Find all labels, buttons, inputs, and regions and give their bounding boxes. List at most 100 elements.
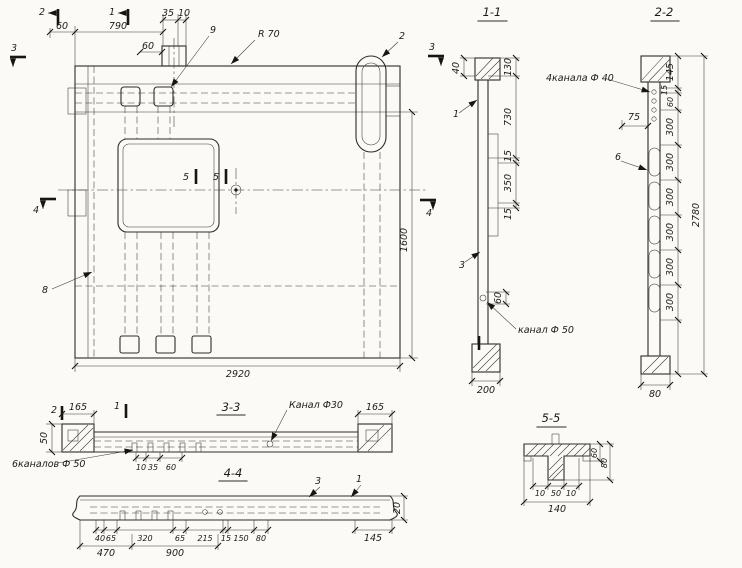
dim-label: 75 bbox=[628, 112, 640, 123]
dim-label: 35 bbox=[162, 8, 174, 19]
top-flange bbox=[474, 57, 501, 81]
dim-label: 350 bbox=[503, 174, 514, 192]
cut-label-3: 3 bbox=[11, 43, 17, 54]
dim-label: 15 bbox=[221, 534, 231, 543]
dim-label: 300 bbox=[665, 223, 676, 241]
foot bbox=[471, 343, 501, 373]
channel-label: канал Ф 50 bbox=[518, 325, 574, 336]
section-3-3: 3-3 2 1 165 165 50 Канал Ф30 6каналов Ф … bbox=[12, 400, 396, 472]
dim-label: 60 bbox=[142, 41, 154, 52]
hatch bbox=[525, 443, 591, 481]
section-5-5: 5-5 10 50 10 140 60 80 bbox=[520, 411, 614, 515]
dim-label: 10 bbox=[178, 8, 190, 19]
dim-label: 10 bbox=[136, 463, 146, 472]
dim-label: 900 bbox=[166, 548, 184, 559]
channel-marks bbox=[131, 440, 274, 453]
channel-marks bbox=[119, 509, 223, 521]
dim-label: 80 bbox=[256, 534, 266, 543]
right-slot-inner bbox=[361, 62, 381, 146]
hatch bbox=[642, 356, 669, 374]
callout-3: 3 bbox=[315, 476, 321, 487]
channel-label: Канал Ф30 bbox=[289, 400, 343, 411]
socket-a bbox=[120, 86, 141, 107]
panel-outline bbox=[74, 65, 401, 359]
dim-label: 40 bbox=[95, 534, 105, 543]
dim-label: 10 bbox=[566, 489, 576, 498]
bottom-socket-c bbox=[191, 335, 212, 354]
callout-9: 9 bbox=[210, 25, 216, 36]
hatch bbox=[472, 343, 501, 372]
dim-label: 300 bbox=[665, 293, 676, 311]
break-line-left bbox=[72, 495, 81, 521]
channel-hole bbox=[479, 294, 487, 302]
dim-label: 40 bbox=[451, 62, 462, 74]
dim-label: 790 bbox=[109, 21, 127, 32]
cut-label-2: 2 bbox=[51, 405, 57, 416]
cut-label-2: 2 bbox=[39, 7, 45, 18]
callout-8: 8 bbox=[42, 285, 48, 296]
dim-label: 35 bbox=[148, 463, 158, 472]
slot-chain bbox=[648, 147, 661, 313]
dim-label: 300 bbox=[665, 153, 676, 171]
channels-label: 4канала Ф 40 bbox=[546, 73, 614, 84]
hatch bbox=[641, 56, 671, 82]
cut-label-3: 3 bbox=[429, 42, 435, 53]
dim-label: 50 bbox=[551, 489, 561, 498]
cut-label-1: 1 bbox=[114, 401, 120, 412]
dim-label: 60 bbox=[590, 448, 599, 458]
dim-label: 140 bbox=[548, 504, 566, 515]
right-slot-outer bbox=[355, 55, 387, 153]
section-title: 1-1 bbox=[483, 5, 502, 19]
socket-b bbox=[153, 86, 174, 107]
hatch bbox=[62, 424, 392, 452]
callout-1: 1 bbox=[453, 109, 459, 120]
cut-label-5: 5 bbox=[213, 172, 219, 183]
left-anchor-mid bbox=[67, 189, 87, 217]
dim-label: 200 bbox=[477, 385, 495, 396]
center-mark bbox=[230, 184, 242, 196]
dim-height: 1600 bbox=[399, 228, 410, 252]
hatch bbox=[475, 57, 501, 80]
dim-total: 2780 bbox=[691, 203, 702, 227]
dim-label: 10 bbox=[535, 489, 545, 498]
dim-label: 320 bbox=[137, 534, 152, 543]
channel-holes bbox=[651, 89, 657, 122]
cut-label-1: 1 bbox=[109, 7, 115, 18]
dim-label: 50 bbox=[39, 432, 50, 444]
dim-label: 20 bbox=[392, 502, 403, 514]
break-line-right bbox=[389, 495, 398, 521]
bottom-socket-a bbox=[119, 335, 140, 354]
section-title: 5-5 bbox=[542, 411, 561, 425]
dim-label: 165 bbox=[69, 402, 87, 413]
callout-1: 1 bbox=[356, 474, 362, 485]
dim-width: 2920 bbox=[226, 369, 250, 380]
dim-label: 60 bbox=[666, 97, 675, 107]
dim-label: 300 bbox=[665, 188, 676, 206]
top-flange bbox=[640, 55, 671, 83]
right-anchor bbox=[385, 85, 401, 117]
dim-label: 15 bbox=[503, 150, 514, 162]
callout-2: 2 bbox=[399, 31, 405, 42]
dim-label: 65 bbox=[106, 534, 116, 543]
dim-label: 730 bbox=[503, 108, 514, 126]
dim-label: 145 bbox=[665, 63, 676, 81]
dim-label: 165 bbox=[366, 402, 384, 413]
cut-label-4: 4 bbox=[426, 208, 432, 219]
callout-6: 6 bbox=[615, 152, 621, 163]
dim-label: 130 bbox=[503, 58, 514, 76]
dim-label: 15 bbox=[503, 208, 514, 220]
dim-label: 80 bbox=[649, 389, 661, 400]
callout-3: 3 bbox=[459, 260, 465, 271]
dim-label: 300 bbox=[665, 258, 676, 276]
section-1-1: 1-1 40 130 730 15 350 15 60 200 1 3 кана… bbox=[451, 5, 574, 396]
section-4-4: 4-4 3 1 40 65 320 65 215 15 150 80 470 9… bbox=[72, 466, 408, 559]
cut-label-4: 4 bbox=[33, 205, 39, 216]
dim-label: 60 bbox=[493, 292, 504, 304]
dim-label: 150 bbox=[233, 534, 248, 543]
dim-label: 215 bbox=[197, 534, 212, 543]
right-end bbox=[357, 423, 393, 453]
foot bbox=[640, 355, 671, 375]
bottom-socket-b bbox=[155, 335, 176, 354]
radius-label: R 70 bbox=[258, 29, 280, 40]
